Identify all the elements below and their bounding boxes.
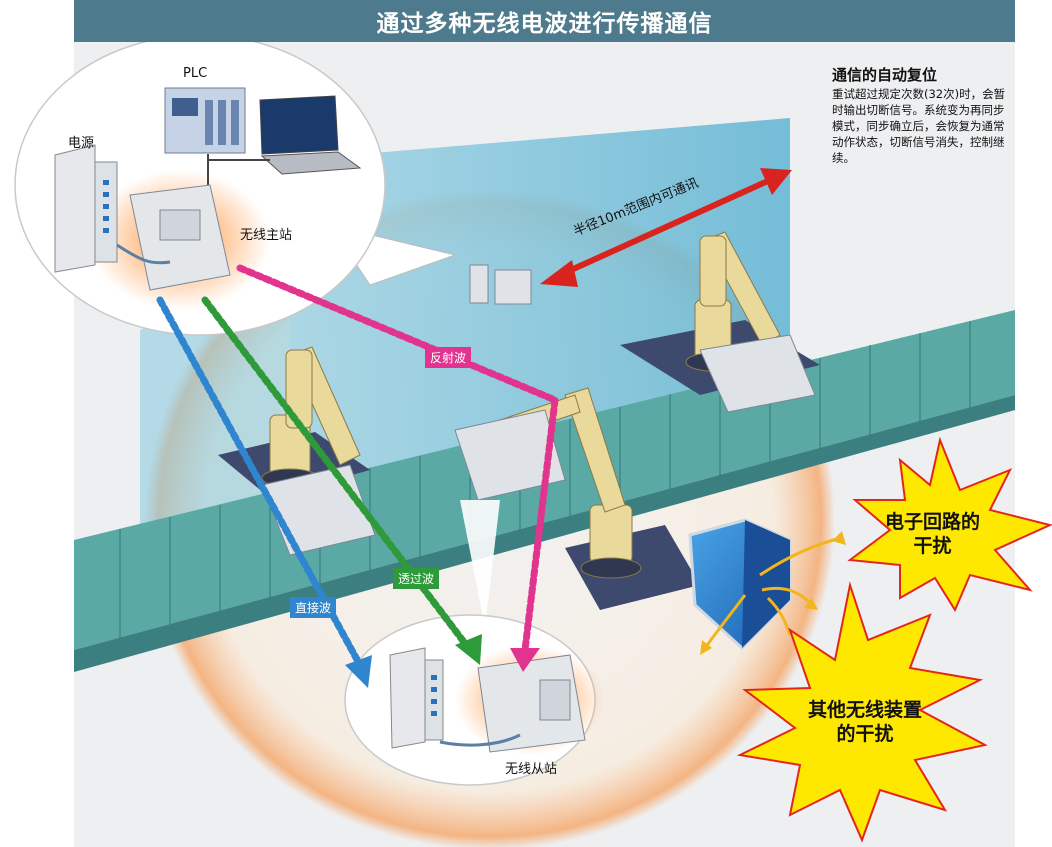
electronic-interference-burst <box>847 436 1052 613</box>
transmitted-wave-label: 透过波 <box>393 568 440 589</box>
transmitted-wave-arrowhead <box>455 634 482 665</box>
direct-wave-label: 直接波 <box>290 597 337 618</box>
master-station-label: 无线主站 <box>240 228 293 243</box>
power-supply-slave <box>389 647 444 749</box>
reflected-wave <box>236 264 559 654</box>
page-title: 通过多种无线电波进行传播通信 <box>74 0 1015 42</box>
slave-station-device <box>439 654 586 753</box>
slave-station-label: 无线从站 <box>505 762 558 777</box>
other-device-interference-burst <box>736 581 988 843</box>
reflected-wave-arrowhead <box>510 648 540 672</box>
plc-unit <box>164 87 246 154</box>
range-arrow <box>540 168 792 287</box>
electronic-interference-label: 电子回路的 干扰 <box>875 510 990 558</box>
auto-reset-title: 通信的自动复位 <box>832 66 938 84</box>
electronic-interference-line2: 干扰 <box>913 535 952 557</box>
other-device-interference-label: 其他无线装置 的干扰 <box>800 698 930 746</box>
other-device-interference-line1: 其他无线装置 <box>807 699 922 721</box>
power-supply-master <box>54 144 118 273</box>
direct-wave-arrowhead <box>345 655 372 688</box>
power-label: 电源 <box>68 136 95 151</box>
shield-icon <box>688 518 792 651</box>
electronic-interference-line1: 电子回路的 <box>884 511 980 533</box>
auto-reset-body: 重试超过规定次数(32次)时，会暂时输出切断信号。系统变为再同步模式，同步确立后… <box>832 87 1006 165</box>
interference-arrowheads <box>700 531 846 655</box>
transmitted-wave <box>201 296 474 654</box>
other-device-interference-line2: 的干扰 <box>836 723 894 745</box>
plc-label: PLC <box>183 66 208 81</box>
master-station-device <box>116 184 231 291</box>
reflected-wave-label: 反射波 <box>425 347 472 368</box>
laptop <box>207 95 362 190</box>
interference-arrows <box>703 536 841 649</box>
distant-wireless-station <box>469 264 532 305</box>
